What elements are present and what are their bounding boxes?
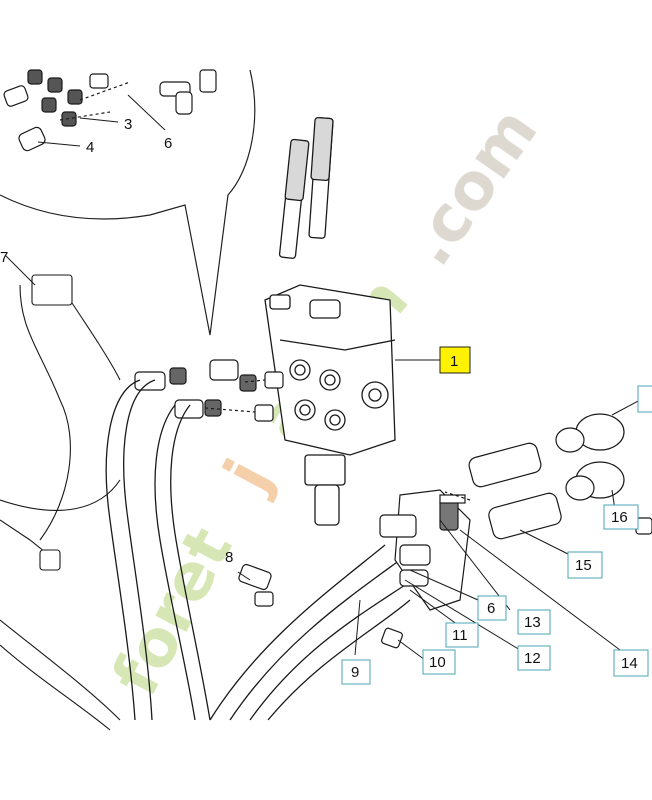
callout-13: 13: [524, 614, 541, 631]
callout-10: 10: [429, 654, 446, 671]
control-valve: [264, 116, 396, 526]
callout-4: 4: [86, 139, 94, 156]
detail-bubble: [0, 69, 256, 336]
callout-7: 7: [0, 249, 8, 266]
callout-16: 16: [611, 509, 628, 526]
callouts-boxed: 6 9 10 11 12 13 14 15 16: [341, 385, 652, 685]
callout-1: 1: [450, 353, 458, 370]
detail-fittings: [3, 69, 217, 152]
callout-6-detail: 6: [164, 135, 172, 152]
part-8-fitting: [238, 563, 274, 607]
callouts-plain: 3 4 6 7 8: [0, 116, 233, 566]
watermark-part-2: j: [209, 448, 286, 505]
callout-1-box: 1: [439, 346, 471, 374]
callout-9: 9: [351, 664, 359, 681]
dust-caps: [555, 413, 652, 535]
valve-fittings: [134, 359, 284, 422]
callout-14: 14: [621, 655, 638, 672]
coupler-plate: [379, 442, 562, 649]
callout-11: 11: [452, 627, 468, 644]
callout-3: 3: [124, 116, 132, 133]
watermark-part-4: .com: [392, 95, 552, 279]
leader-lines: [4, 94, 641, 661]
callout-6: 6: [487, 600, 495, 617]
hydraulic-hoses: [105, 379, 411, 721]
callout-8: 8: [225, 549, 233, 566]
callout-15: 15: [575, 557, 592, 574]
wiring-harness: [0, 274, 121, 731]
callout-12: 12: [524, 650, 541, 667]
